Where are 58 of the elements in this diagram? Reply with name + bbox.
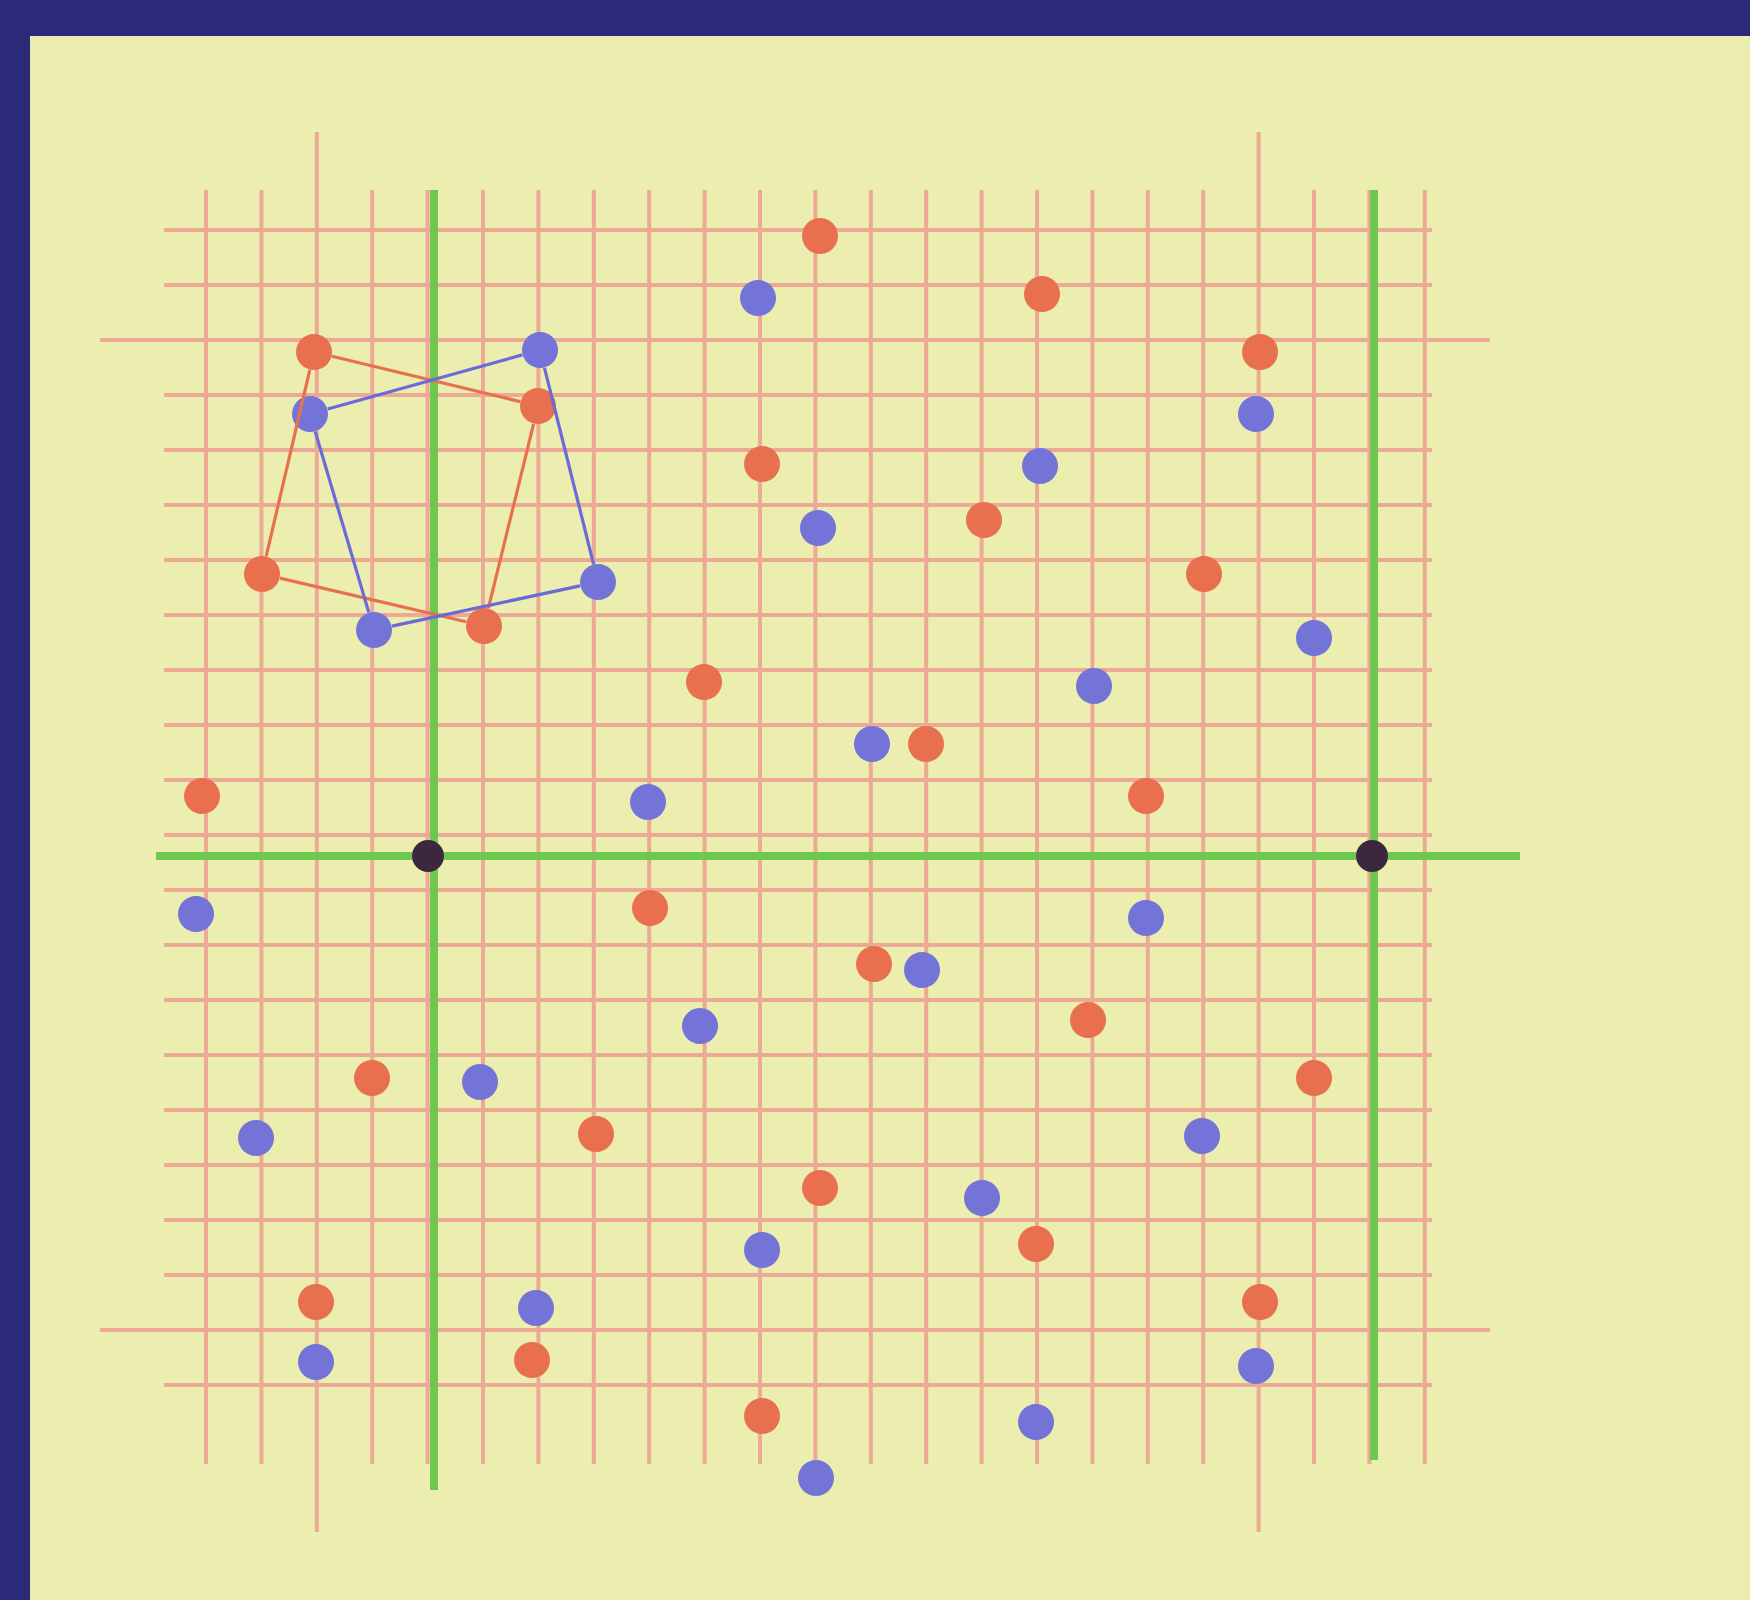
dot: [904, 951, 940, 988]
dot: [802, 217, 838, 254]
dot: [580, 563, 616, 600]
dot: [466, 607, 502, 644]
dot: [298, 1343, 334, 1380]
dot: [462, 1063, 498, 1100]
dot: [178, 895, 214, 932]
dot: [356, 611, 392, 648]
dot: [800, 509, 836, 546]
dot: [802, 1169, 838, 1206]
dot: [798, 1459, 834, 1496]
dot: [1184, 1117, 1220, 1154]
polygon-side: [391, 584, 581, 628]
dot: [686, 664, 722, 700]
dot: [744, 1231, 780, 1268]
dot: [522, 332, 558, 368]
dot: [1242, 1283, 1278, 1320]
polygon-side: [279, 576, 467, 624]
dot: [1018, 1403, 1054, 1440]
dot: [740, 280, 776, 316]
dot: [1238, 1347, 1274, 1384]
polygon-side: [313, 431, 371, 613]
dot: [1238, 395, 1274, 432]
dot: [1022, 448, 1058, 484]
dot: [1128, 899, 1164, 936]
dot: [520, 387, 556, 424]
dot: [854, 725, 890, 762]
dot: [298, 1283, 334, 1320]
dot: [1128, 777, 1164, 814]
dot: [1076, 668, 1112, 704]
polygon-side: [542, 367, 596, 565]
dot: [578, 1115, 614, 1152]
dot: [964, 1179, 1000, 1216]
dot: [966, 502, 1002, 538]
dot: [744, 446, 780, 482]
dot: [908, 725, 944, 762]
dot: [1186, 555, 1222, 592]
dot: [514, 1341, 550, 1378]
dot: [1296, 620, 1332, 656]
dot: [296, 334, 332, 370]
dot: [238, 1119, 274, 1156]
dot: [682, 1007, 718, 1044]
dot: [856, 945, 892, 982]
dot: [292, 395, 328, 432]
dot: [744, 1397, 780, 1434]
dot: [1018, 1225, 1054, 1262]
dot: [632, 889, 668, 926]
dot: [184, 777, 220, 814]
dot: [354, 1059, 390, 1096]
dot: [630, 783, 666, 820]
dot: [518, 1289, 554, 1326]
dot: [1024, 276, 1060, 312]
polygon-side: [264, 369, 312, 557]
dot: [244, 555, 280, 592]
polygon-side: [486, 423, 536, 609]
dot: [1070, 1002, 1106, 1038]
dot: [1296, 1059, 1332, 1096]
dot: [1242, 334, 1278, 370]
